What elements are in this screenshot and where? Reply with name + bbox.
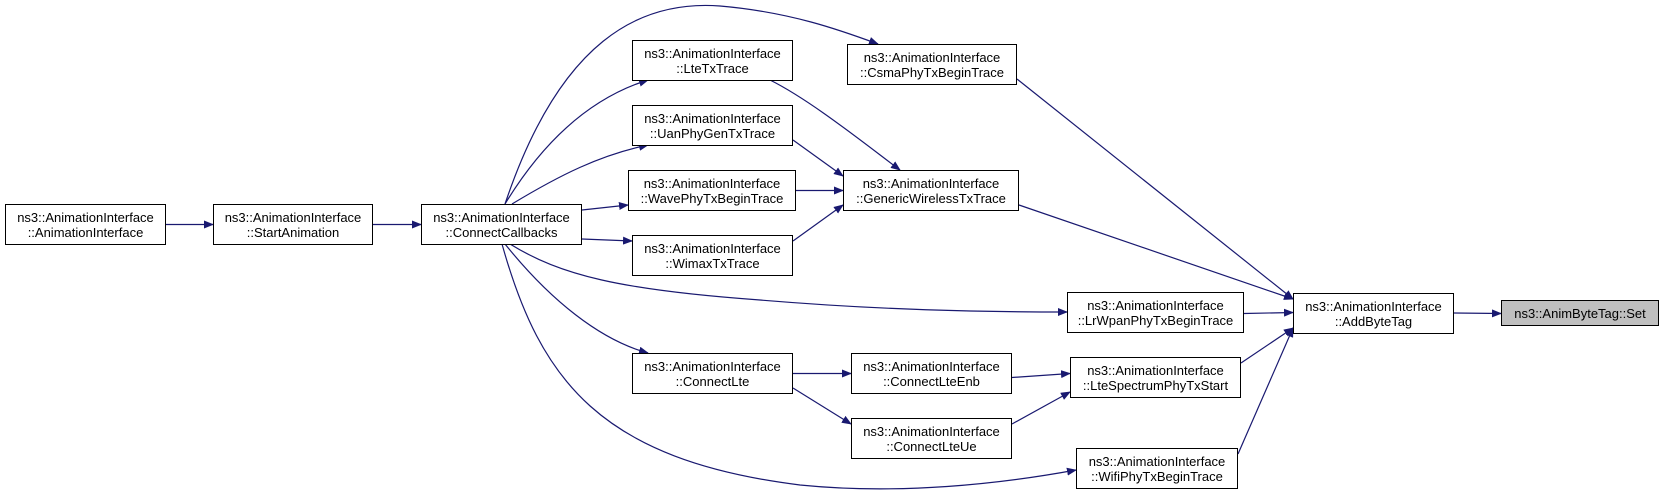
node-label-line1: ns3::AnimationInterface — [433, 209, 570, 225]
node-label-line1: ns3::AnimationInterface — [644, 45, 781, 61]
edge-connectlteue-to-ltespectrumphytxstart — [1011, 391, 1071, 425]
edge-wimaxtxtrace-to-genericwirelesstxtrace — [792, 204, 844, 242]
node-label-line1: ns3::AnimationInterface — [862, 175, 1000, 191]
node-label-line2: ::ConnectCallbacks — [445, 224, 558, 240]
edge-uanphygentxtrace-to-genericwirelesstxtrace — [792, 139, 844, 177]
node-label-line1: ns3::AnimationInterface — [1088, 453, 1226, 469]
node-startanimation[interactable]: ns3::AnimationInterface ::StartAnimation — [213, 204, 373, 245]
node-label-line2: ::ConnectLteUe — [886, 438, 977, 454]
node-label-line2: ::WifiPhyTxBeginTrace — [1091, 468, 1223, 484]
edge-connectcallbacks-to-connectlte — [504, 243, 649, 355]
node-csmaphytxbegintrace[interactable]: ns3::AnimationInterface ::CsmaPhyTxBegin… — [847, 44, 1017, 85]
node-label-line1: ns3::AnimationInterface — [643, 175, 781, 191]
node-label-line2: ::LteTxTrace — [676, 60, 749, 76]
node-connectlteue[interactable]: ns3::AnimationInterface ::ConnectLteUe — [851, 418, 1012, 459]
node-label-line1: ns3::AnimationInterface — [863, 49, 1001, 65]
node-label-line2: ::LteSpectrumPhyTxStart — [1082, 377, 1229, 393]
node-ltetxtrace[interactable]: ns3::AnimationInterface ::LteTxTrace — [632, 40, 793, 81]
edge-connectcallbacks-to-wifiphytxbegintrace — [501, 243, 1077, 490]
node-label-line1: ns3::AnimationInterface — [863, 358, 1000, 374]
node-label-line2: ::WavePhyTxBeginTrace — [640, 190, 784, 206]
node-label-line1: ns3::AnimationInterface — [644, 358, 781, 374]
node-wifiphytxbegintrace[interactable]: ns3::AnimationInterface ::WifiPhyTxBegin… — [1076, 448, 1238, 489]
node-label-line1: ns3::AnimationInterface — [1087, 297, 1224, 313]
node-ltespectrumphytxstart[interactable]: ns3::AnimationInterface ::LteSpectrumPhy… — [1070, 357, 1241, 398]
edge-connectcallbacks-to-lrwpanphytxbegintrace — [509, 243, 1068, 316]
node-genericwirelesstxtrace[interactable]: ns3::AnimationInterface ::GenericWireles… — [843, 170, 1019, 211]
node-connectcallbacks[interactable]: ns3::AnimationInterface ::ConnectCallbac… — [421, 204, 582, 245]
node-label-line1: ns3::AnimationInterface — [644, 240, 781, 256]
edge-lrwpanphytxbegintrace-to-addbytetag — [1243, 308, 1294, 317]
node-label-line2: ::LrWpanPhyTxBeginTrace — [1077, 312, 1234, 328]
edge-genericwirelesstxtrace-to-addbytetag — [1018, 204, 1294, 300]
node-wimaxtxtrace[interactable]: ns3::AnimationInterface ::WimaxTxTrace — [632, 235, 793, 276]
node-connectlte[interactable]: ns3::AnimationInterface ::ConnectLte — [632, 353, 793, 394]
node-label-line2: ::UanPhyGenTxTrace — [649, 125, 776, 141]
node-label-line2: ::AnimationInterface — [27, 224, 144, 240]
edge-ltetxtrace-to-genericwirelesstxtrace — [769, 79, 901, 171]
node-label-line1: ns3::AnimationInterface — [224, 209, 362, 225]
edge-connectlteenb-to-ltespectrumphytxstart — [1011, 370, 1071, 379]
edge-csmaphytxbegintrace-to-addbytetag — [1016, 78, 1294, 300]
edge-connectcallbacks-to-wavephytxbegintrace — [581, 201, 629, 211]
edge-connectlte-to-connectlteue — [792, 387, 852, 425]
node-label-line2: ::WimaxTxTrace — [665, 255, 760, 271]
node-label-line1: ns3::AnimationInterface — [17, 209, 154, 225]
edge-addbytetag-to-set — [1453, 309, 1502, 318]
edge-wifiphytxbegintrace-to-addbytetag — [1237, 327, 1294, 455]
edge-ltespectrumphytxstart-to-addbytetag — [1240, 327, 1294, 364]
node-label-line1: ns3::AnimationInterface — [1305, 298, 1442, 314]
node-label-line1: ns3::AnimationInterface — [863, 423, 1000, 439]
node-uanphygentxtrace[interactable]: ns3::AnimationInterface ::UanPhyGenTxTra… — [632, 105, 793, 146]
node-addbytetag[interactable]: ns3::AnimationInterface ::AddByteTag — [1293, 293, 1454, 334]
node-label-line1: ns3::AnimByteTag::Set — [1514, 305, 1646, 321]
node-label-line2: ::StartAnimation — [246, 224, 340, 240]
edge-connectcallbacks-to-wimaxtxtrace — [581, 236, 633, 245]
edge-connectcallbacks-to-csmaphytxbegintrace — [504, 4, 879, 205]
node-label-line2: ::ConnectLteEnb — [883, 373, 980, 389]
node-connectlteenb[interactable]: ns3::AnimationInterface ::ConnectLteEnb — [851, 353, 1012, 394]
edge-connectcallbacks-to-ltetxtrace — [504, 78, 649, 205]
node-label-line2: ::GenericWirelessTxTrace — [856, 190, 1006, 206]
node-label-line2: ::ConnectLte — [675, 373, 750, 389]
node-label-line2: ::AddByteTag — [1334, 313, 1413, 329]
node-label-line1: ns3::AnimationInterface — [644, 110, 781, 126]
node-label-line2: ::CsmaPhyTxBeginTrace — [859, 64, 1004, 80]
node-set-current: ns3::AnimByteTag::Set — [1501, 300, 1659, 326]
node-lrwpanphytxbegintrace[interactable]: ns3::AnimationInterface ::LrWpanPhyTxBeg… — [1067, 292, 1244, 333]
node-wavephytxbegintrace[interactable]: ns3::AnimationInterface ::WavePhyTxBegin… — [628, 170, 796, 211]
node-label-line1: ns3::AnimationInterface — [1087, 362, 1224, 378]
edge-connectcallbacks-to-uanphygentxtrace — [511, 142, 649, 205]
node-animationinterface[interactable]: ns3::AnimationInterface ::AnimationInter… — [5, 204, 166, 245]
